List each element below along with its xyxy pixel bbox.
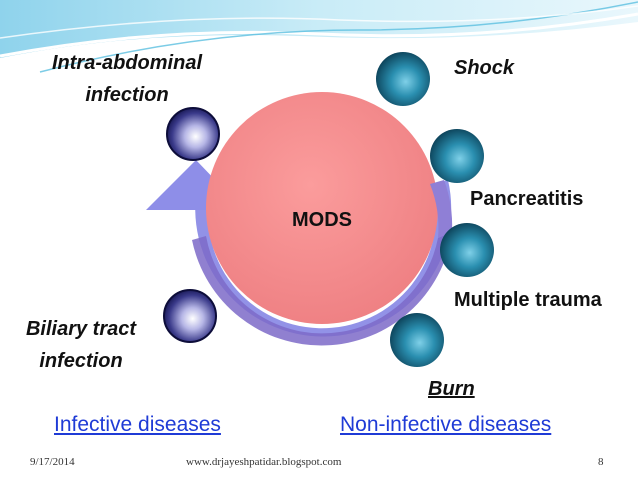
footer-date: 9/17/2014 xyxy=(30,456,75,468)
cycle-arc-right xyxy=(430,180,453,238)
label-intra-abdominal: Intra-abdominal infection xyxy=(34,50,220,108)
category-non-infective: Non-infective diseases xyxy=(340,413,552,436)
label-burn: Burn xyxy=(428,378,475,400)
label-pancreatitis: Pancreatitis xyxy=(470,188,584,210)
label-intra-abdominal-line2: infection xyxy=(85,84,169,106)
non-infective-sphere-burn xyxy=(390,313,444,367)
top-decoration xyxy=(0,0,638,73)
label-intra-abdominal-line1: Intra-abdominal xyxy=(51,52,202,74)
mods-circle xyxy=(206,92,438,324)
label-biliary: Biliary tract infection xyxy=(8,316,154,374)
footer-url: www.drjayeshpatidar.blogspot.com xyxy=(186,456,342,468)
non-infective-sphere-pancreatitis xyxy=(430,129,484,183)
infective-sphere-1 xyxy=(166,107,220,161)
label-biliary-line2: infection xyxy=(39,350,123,372)
infective-sphere-2 xyxy=(163,289,217,343)
non-infective-sphere-shock xyxy=(376,52,430,106)
cycle-arc-overlay xyxy=(192,232,452,346)
label-multiple-trauma: Multiple trauma xyxy=(454,289,602,311)
category-infective: Infective diseases xyxy=(54,413,221,436)
non-infective-sphere-trauma xyxy=(440,223,494,277)
footer-page-number: 8 xyxy=(598,456,604,468)
center-label: MODS xyxy=(292,209,352,231)
label-shock: Shock xyxy=(454,57,515,79)
label-biliary-line1: Biliary tract xyxy=(25,318,137,340)
